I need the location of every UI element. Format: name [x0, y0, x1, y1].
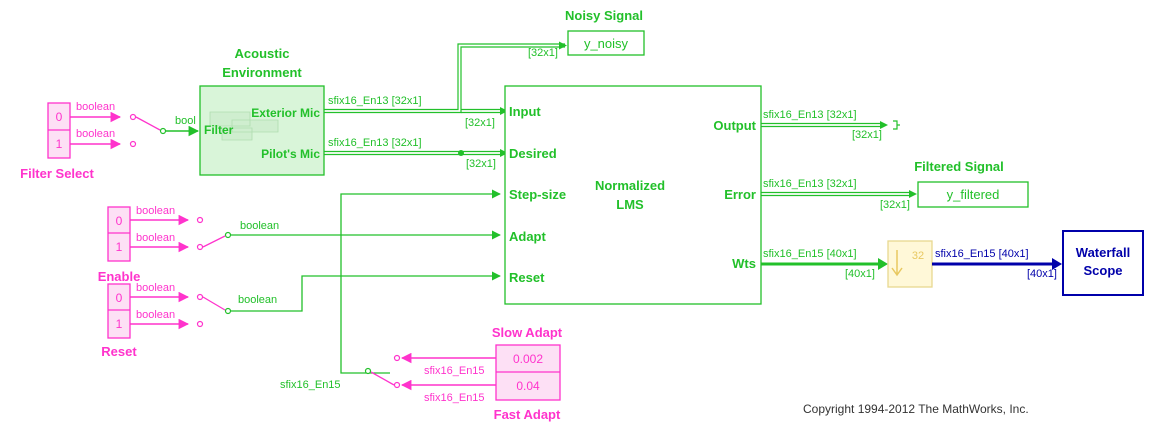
acoustic-title-2: Environment	[222, 65, 302, 80]
lms-port-output: Output	[713, 118, 756, 133]
enable-label: Enable	[98, 269, 141, 284]
copyright-text: Copyright 1994-2012 The MathWorks, Inc.	[803, 402, 1029, 416]
lms-port-adapt: Adapt	[509, 229, 547, 244]
reset-value-0: 0	[116, 291, 123, 305]
signal-label-sfix13: sfix16_En13 [32x1]	[763, 109, 857, 121]
filter-switch[interactable]	[129, 113, 167, 148]
reset-label: Reset	[101, 344, 137, 359]
fast-adapt-value: 0.04	[516, 379, 540, 393]
signal-label-boolean: boolean	[76, 128, 115, 140]
waterfall-scope-block[interactable]: Waterfall Scope	[1062, 230, 1144, 296]
signal-label-sfix15: sfix16_En15	[424, 392, 485, 404]
signal-dim-32: [32x1]	[880, 199, 910, 211]
signal-label-boolean: boolean	[238, 294, 277, 306]
filter-select-constant[interactable]: 0 1	[47, 102, 71, 159]
enable-constant[interactable]: 0 1	[107, 206, 131, 262]
slow-adapt-value: 0.002	[513, 352, 543, 366]
signal-dim-32: [32x1]	[528, 47, 558, 59]
terminator-icon	[893, 120, 900, 130]
signal-label-sfix15-40: sfix16_En15 [40x1]	[763, 248, 857, 260]
port-pilots-mic: Pilot's Mic	[261, 147, 320, 161]
acoustic-title-1: Acoustic	[235, 46, 290, 61]
reset-constant[interactable]: 0 1	[107, 283, 131, 339]
signal-line-step-size	[340, 189, 501, 374]
fast-adapt-label: Fast Adapt	[494, 407, 561, 422]
acoustic-environment-block[interactable]: Filter Exterior Mic Pilot's Mic	[199, 85, 325, 176]
waterfall-title-2: Scope	[1083, 263, 1122, 278]
signal-label-boolean: boolean	[240, 220, 279, 232]
arrow-down-icon	[891, 250, 903, 277]
signal-label-bool: bool	[175, 115, 196, 127]
signal-label-sfix15: sfix16_En15	[280, 379, 341, 391]
lms-port-desired: Desired	[509, 146, 557, 161]
signal-label-boolean: boolean	[136, 232, 175, 244]
signal-label-boolean: boolean	[136, 205, 175, 217]
lms-port-wts: Wts	[732, 256, 756, 271]
signal-label-boolean: boolean	[136, 309, 175, 321]
signal-label-sfix13: sfix16_En13 [32x1]	[763, 178, 857, 190]
reset-value-1: 1	[116, 317, 123, 331]
signal-label-sfix13: sfix16_En13 [32x1]	[328, 137, 422, 149]
adapt-constants-block[interactable]: 0.002 0.04	[495, 344, 561, 401]
signal-line-error	[761, 191, 912, 197]
signal-line-reset	[231, 271, 501, 312]
signal-label-boolean: boolean	[76, 101, 115, 113]
downsample-block[interactable]: 32	[887, 240, 933, 288]
noisy-signal-value: y_noisy	[584, 36, 629, 51]
lms-port-input: Input	[509, 104, 541, 119]
downsample-factor: 32	[912, 250, 924, 262]
signal-line-output	[761, 122, 883, 128]
lms-port-reset: Reset	[509, 270, 545, 285]
enable-switch[interactable]	[196, 216, 232, 251]
filter-select-value-1: 1	[56, 137, 63, 151]
signal-dim-32: [32x1]	[465, 117, 495, 129]
waterfall-title-1: Waterfall	[1076, 245, 1130, 260]
subsystem-icon	[209, 111, 279, 141]
lms-port-error: Error	[724, 187, 756, 202]
signal-label-boolean: boolean	[136, 282, 175, 294]
signal-label-sfix15: sfix16_En15	[424, 365, 485, 377]
filtered-signal-title: Filtered Signal	[914, 159, 1004, 174]
enable-value-0: 0	[116, 214, 123, 228]
signal-dim-40: [40x1]	[845, 268, 875, 280]
lms-title-2: LMS	[616, 197, 644, 212]
reset-switch[interactable]	[196, 293, 232, 328]
filter-select-value-0: 0	[56, 110, 63, 124]
port-filter: Filter	[204, 123, 234, 137]
noisy-signal-title: Noisy Signal	[565, 8, 643, 23]
adapt-rate-switch[interactable]	[364, 354, 401, 389]
lms-title-1: Normalized	[595, 178, 665, 193]
signal-dim-32: [32x1]	[466, 158, 496, 170]
signal-label-sfix13: sfix16_En13 [32x1]	[328, 95, 422, 107]
slow-adapt-label: Slow Adapt	[492, 325, 563, 340]
filtered-signal-value: y_filtered	[947, 187, 1000, 202]
signal-line-desired	[324, 150, 503, 156]
enable-value-1: 1	[116, 240, 123, 254]
signal-line-input	[324, 43, 565, 114]
signal-dim-32: [32x1]	[852, 129, 882, 141]
port-exterior-mic: Exterior Mic	[251, 106, 320, 120]
normalized-lms-block[interactable]: Normalized LMS Input Desired Step-size A…	[504, 85, 762, 305]
signal-dim-40: [40x1]	[1027, 268, 1057, 280]
filter-select-label: Filter Select	[20, 166, 94, 181]
noisy-signal-block[interactable]: y_noisy	[567, 30, 645, 56]
filtered-signal-block[interactable]: y_filtered	[917, 181, 1029, 208]
lms-port-step-size: Step-size	[509, 187, 566, 202]
signal-label-sfix15-40: sfix16_En15 [40x1]	[935, 248, 1029, 260]
